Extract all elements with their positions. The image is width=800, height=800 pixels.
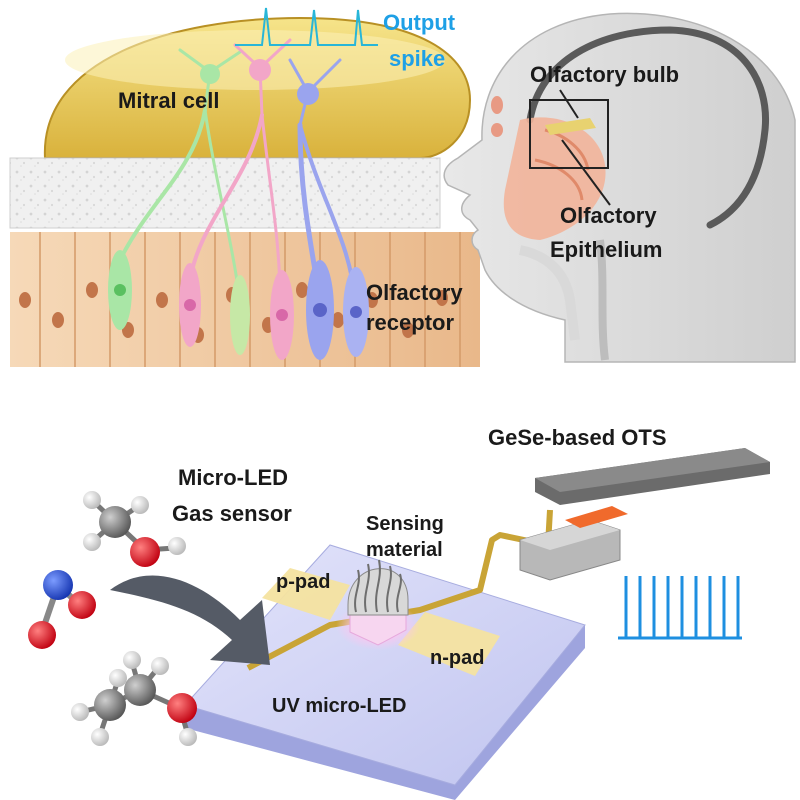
olfactory-bulb-label: Olfactory bulb: [530, 62, 679, 87]
gas-sensor-label-line1: Micro-LED: [178, 465, 288, 490]
sensing-material-label-line2: material: [366, 539, 443, 561]
substrate-side: [185, 625, 585, 800]
gas-flow-arrow: [110, 575, 270, 665]
n-pad-label: n-pad: [430, 647, 484, 669]
olfactory-illustration: Mitral cell Output spike Olfactory recep…: [9, 7, 480, 367]
mitral-cells: [178, 38, 342, 127]
mitral-cell-label: Mitral cell: [118, 88, 219, 113]
sensing-material-label-line1: Sensing: [366, 513, 444, 535]
gas-sensor-label-line2: Gas sensor: [172, 501, 292, 526]
device-illustration: GeSe-based OTS Micro-LED Gas sensor Sens…: [28, 425, 770, 800]
spike-train: [618, 576, 742, 640]
p-pad-label: p-pad: [276, 571, 330, 593]
ethanol-molecule: [71, 651, 197, 746]
n-pad-shape: [398, 612, 500, 676]
olfactory-receptor-label-line1: Olfactory: [366, 280, 463, 305]
olfactory-epithelium-label-line1: Olfactory: [560, 203, 657, 228]
output-spike-label-line2: spike: [389, 46, 445, 71]
receptor-neuron-bodies: [108, 250, 369, 360]
ots-device: [519, 448, 770, 581]
no2-molecule: [28, 570, 96, 649]
olfactory-receptor-label-line2: receptor: [366, 310, 454, 335]
output-spike-label-line1: Output: [383, 10, 456, 35]
ots-title-label: GeSe-based OTS: [488, 425, 667, 450]
output-spike-trace: [235, 7, 378, 46]
bulb-callout-box: [529, 99, 609, 169]
receptor-neurons: [118, 108, 357, 303]
uv-microled-label: UV micro-LED: [272, 695, 406, 717]
head-illustration: Olfactory bulb Olfactory Epithelium: [443, 12, 796, 363]
p-pad-shape: [262, 568, 350, 620]
olfactory-epithelium-label-line2: Epithelium: [550, 237, 662, 262]
methanol-molecule: [83, 491, 186, 567]
sensing-material-shape: [347, 559, 409, 616]
